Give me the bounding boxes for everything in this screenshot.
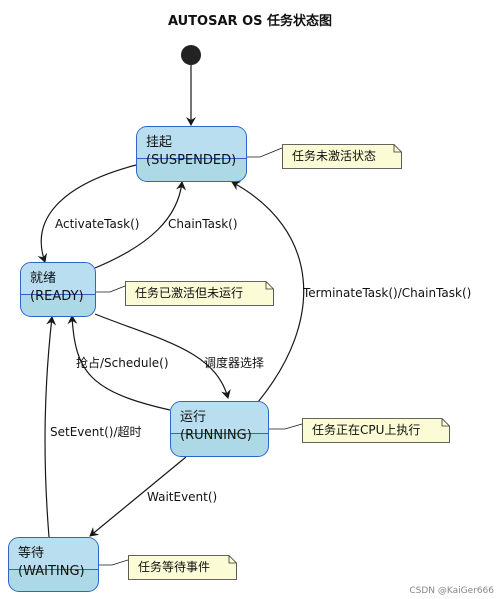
state-waiting-name: 等待 bbox=[18, 546, 45, 561]
state-running-en: (RUNNING) bbox=[180, 428, 252, 443]
state-running-name: 运行 bbox=[180, 410, 207, 425]
label-setevent: SetEvent()/超时 bbox=[50, 425, 142, 439]
label-waitevent: WaitEvent() bbox=[147, 490, 218, 504]
arrow-chain bbox=[94, 181, 187, 269]
label-preempt: 抢占/Schedule() bbox=[76, 356, 169, 370]
note-ready-text: 任务已激活但未运行 bbox=[135, 286, 244, 300]
arrow-activate bbox=[37, 164, 137, 263]
diagram-title: AUTOSAR OS 任务状态图 bbox=[167, 14, 333, 29]
state-ready: 就绪 (READY) bbox=[20, 262, 96, 317]
arrow-preempt bbox=[67, 315, 171, 411]
initial-state-dot bbox=[181, 45, 201, 65]
arrow-terminate bbox=[231, 181, 305, 403]
label-terminate: TerminateTask()/ChainTask() bbox=[303, 286, 472, 300]
state-ready-name: 就绪 bbox=[30, 271, 57, 286]
watermark-text: CSDN @KaiGer666 bbox=[409, 586, 494, 596]
note-running-text: 任务正在CPU上执行 bbox=[312, 423, 421, 437]
arrow-setevent bbox=[44, 316, 57, 538]
state-suspended: 挂起 (SUSPENDED) bbox=[136, 126, 247, 182]
note-suspended-text: 任务未激活状态 bbox=[292, 149, 377, 163]
state-waiting: 等待 (WAITING) bbox=[8, 537, 99, 592]
note-waiting: 任务等待事件 bbox=[128, 555, 237, 580]
label-activate: ActivateTask() bbox=[55, 217, 140, 231]
state-running: 运行 (RUNNING) bbox=[170, 401, 269, 457]
arrow-waitevent bbox=[89, 456, 187, 537]
arrow-dispatch bbox=[94, 313, 231, 399]
state-suspended-name: 挂起 bbox=[146, 135, 173, 150]
note-suspended: 任务未激活状态 bbox=[282, 144, 402, 169]
label-chain: ChainTask() bbox=[168, 217, 238, 231]
note-running: 任务正在CPU上执行 bbox=[302, 418, 450, 443]
label-dispatch: 调度器选择 bbox=[204, 356, 265, 370]
state-waiting-en: (WAITING) bbox=[18, 564, 85, 579]
note-ready: 任务已激活但未运行 bbox=[125, 281, 274, 306]
state-suspended-en: (SUSPENDED) bbox=[146, 153, 237, 168]
note-waiting-text: 任务等待事件 bbox=[138, 560, 211, 574]
state-ready-en: (READY) bbox=[30, 289, 84, 304]
